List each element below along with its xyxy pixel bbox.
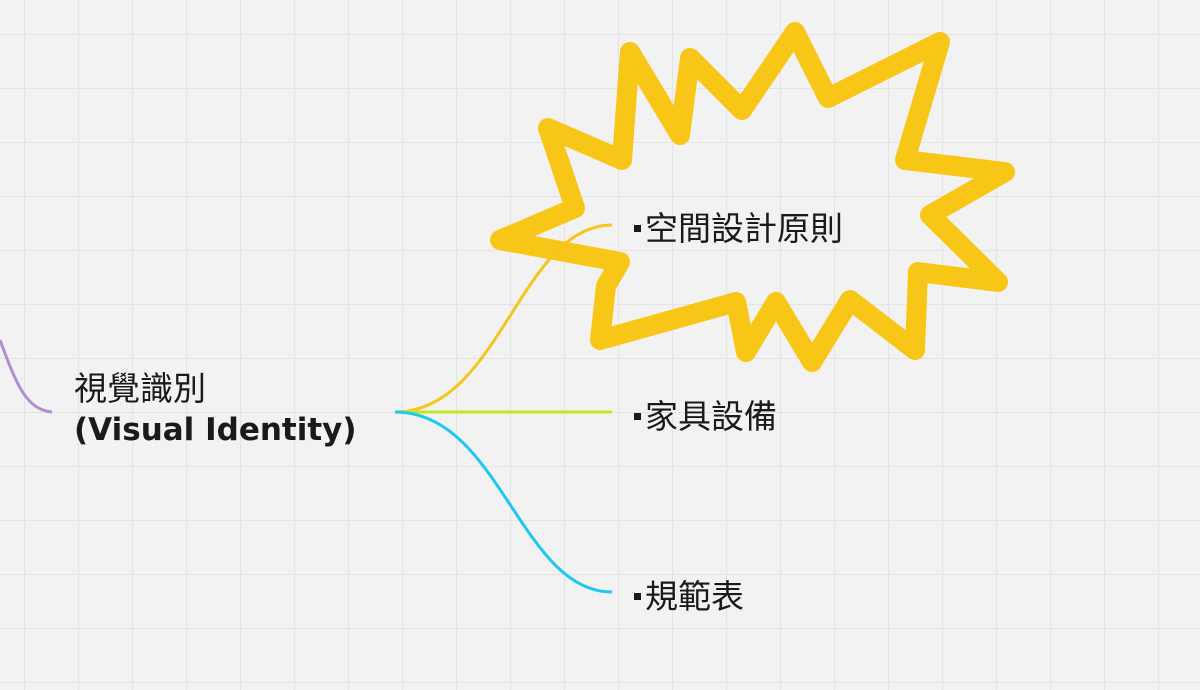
root-node[interactable]: 視覺識別 (Visual Identity) [74, 362, 357, 448]
child-node-furniture[interactable]: 家具設備 [634, 390, 777, 438]
root-label-zh: 視覺識別 [74, 369, 206, 408]
child-node-space-design[interactable]: 空間設計原則 [634, 202, 843, 250]
bullet-icon [634, 412, 641, 420]
child-node-spec-table[interactable]: 規範表 [634, 570, 744, 618]
root-label-en: (Visual Identity) [74, 412, 357, 448]
bullet-icon [634, 224, 641, 232]
child-label: 規範表 [645, 577, 744, 616]
connector-space-design [394, 223, 613, 414]
child-label: 家具設備 [645, 397, 777, 436]
connector-spec-table [394, 410, 613, 594]
bullet-icon [634, 592, 641, 600]
parent-connector [0, 339, 53, 414]
child-label: 空間設計原則 [645, 209, 843, 248]
starburst-highlight[interactable] [490, 22, 1015, 372]
